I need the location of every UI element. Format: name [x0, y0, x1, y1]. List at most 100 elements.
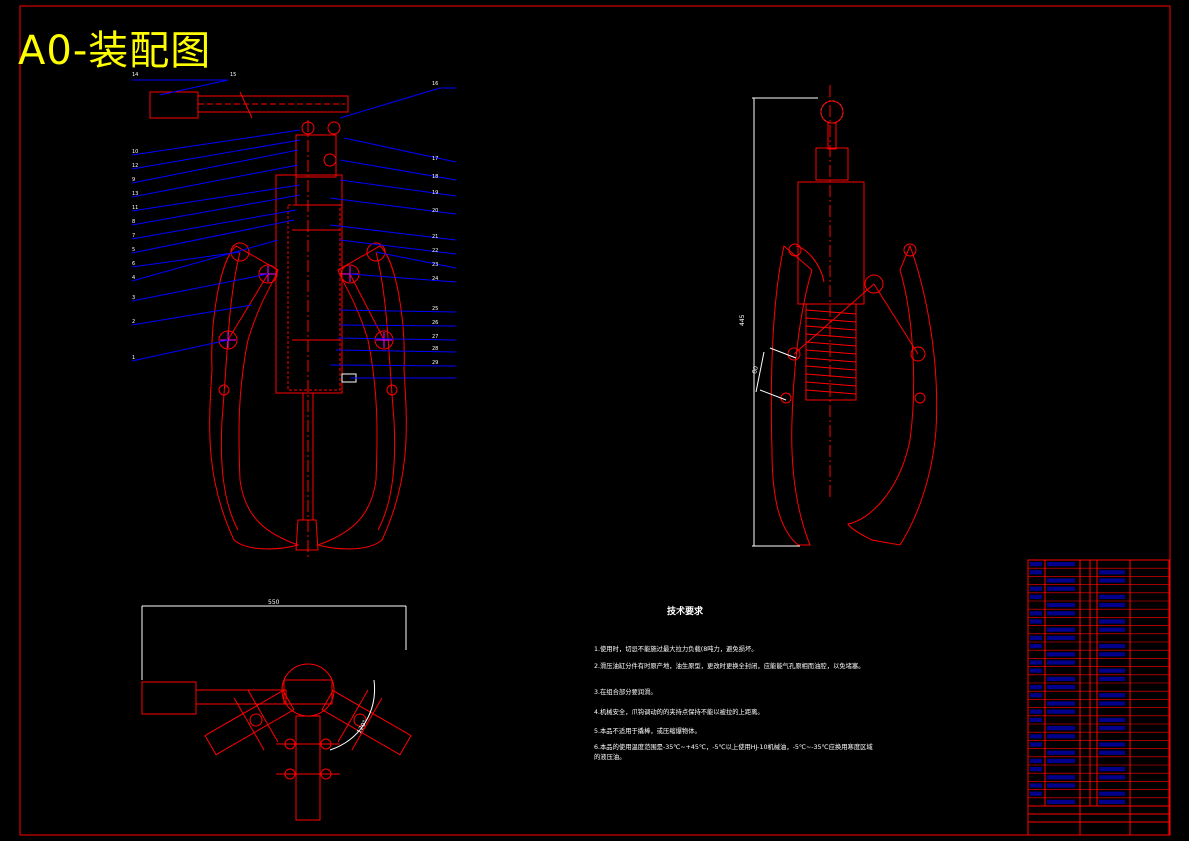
table-cell-text — [1030, 783, 1042, 788]
callout: 11 — [132, 205, 138, 211]
table-cell-text — [1030, 660, 1042, 665]
leader-lines-left — [131, 79, 301, 362]
table-cell-text — [1030, 767, 1042, 772]
tech-requirement-item: 1.使用时，切忌不能施过最大拉力负载(8吨力，避免损坏。 — [594, 646, 758, 653]
table-cell-text — [1030, 685, 1042, 690]
top-center-hub — [281, 663, 335, 717]
table-cell-text — [1047, 750, 1075, 755]
callout: 18 — [432, 174, 438, 180]
table-cell-text — [1099, 742, 1125, 747]
callout: 2 — [132, 319, 135, 325]
table-cell-text — [1030, 734, 1042, 739]
callout: 29 — [432, 360, 438, 366]
table-cell-text — [1099, 668, 1125, 673]
table-cell-text — [1099, 676, 1125, 681]
table-cell-text — [1047, 627, 1075, 632]
table-cell-text — [1047, 758, 1075, 763]
tech-requirement-item: 6.本品的使用温度范围是-35℃~+45℃，-5℃以上使用HJ-10机械油，-5… — [594, 744, 873, 761]
table-cell-text — [1099, 570, 1125, 575]
pivot-right-lower — [374, 330, 394, 350]
table-cell-text — [1030, 586, 1042, 591]
right-jaw-arm — [316, 245, 407, 550]
callout: 26 — [432, 320, 438, 326]
callout: 17 — [432, 156, 438, 162]
table-cell-text — [1099, 791, 1125, 796]
callout: 7 — [132, 233, 135, 239]
table-cell-text — [1030, 717, 1042, 722]
top-view — [141, 663, 412, 821]
tech-requirements-heading: 技术要求 — [667, 607, 704, 617]
callout: 1 — [132, 355, 135, 361]
table-cell-text — [1047, 701, 1075, 706]
table-cell-text — [1047, 799, 1075, 804]
callout: 25 — [432, 306, 438, 312]
leader-lines-right — [329, 87, 457, 379]
callout: 9 — [132, 177, 135, 183]
side-spring — [805, 309, 857, 395]
table-cell-text — [1099, 594, 1125, 599]
callout: 10 — [132, 149, 138, 155]
handle-grip — [149, 91, 199, 119]
table-cell-text — [1030, 791, 1042, 796]
side-right-arm — [847, 244, 938, 546]
pivot-left-upper — [258, 264, 278, 284]
table-cell-text — [1099, 644, 1125, 649]
table-cell-text — [1099, 726, 1125, 731]
callout: 24 — [432, 276, 438, 282]
table-cell-text — [1047, 709, 1075, 714]
table-cell-text — [1099, 701, 1125, 706]
callout: 27 — [432, 334, 438, 340]
table-cell-text — [1047, 685, 1075, 690]
table-cell-text — [1047, 586, 1075, 591]
callouts-right: 16 17 18 19 20 21 22 23 24 25 26 27 28 2… — [432, 81, 438, 366]
table-cell-text — [1047, 660, 1075, 665]
table-cell-text — [1099, 578, 1125, 583]
side-small-dim: 80 — [751, 365, 760, 374]
table-cell-text — [1047, 635, 1075, 640]
top-width-dim: 550 — [268, 599, 280, 606]
callout: 22 — [432, 248, 438, 254]
callout: 4 — [132, 275, 135, 281]
table-cell-text — [1047, 783, 1075, 788]
callout: 3 — [132, 295, 135, 301]
table-cell-text — [1047, 734, 1075, 739]
table-cell-text — [1030, 709, 1042, 714]
side-pump — [815, 147, 849, 181]
table-cell-text — [1099, 717, 1125, 722]
pivot-right-upper — [340, 264, 360, 284]
pump-head — [295, 134, 337, 178]
left-jaw-arm — [209, 245, 300, 550]
parts-list-rows — [1028, 567, 1169, 799]
table-cell-text — [1030, 619, 1042, 624]
table-cell-text — [1099, 619, 1125, 624]
table-cell-text — [1099, 603, 1125, 608]
side-view — [770, 85, 938, 546]
side-height-dim: 445 — [739, 314, 746, 326]
table-cell-text — [1030, 594, 1042, 599]
pivot-left-lower — [218, 330, 238, 350]
callout: 8 — [132, 219, 135, 225]
drawing-border — [19, 5, 1171, 836]
callout: 5 — [132, 247, 135, 253]
table-cell-text — [1099, 775, 1125, 780]
tech-requirement-item: 4.机械安全，爪钩调动的的夹持点保持不能以被拉的上距离。 — [594, 709, 764, 716]
table-cell-text — [1030, 570, 1042, 575]
tech-requirement-item: 2.滑压油缸分件有时原产地，油生原型，更改时更换全封闭，应能能气孔原相而油腔，以… — [594, 663, 865, 670]
callout: 13 — [132, 191, 138, 197]
parts-list-text-marks — [1030, 562, 1125, 804]
callout: 21 — [432, 234, 438, 240]
table-cell-text — [1030, 668, 1042, 673]
table-cell-text — [1099, 750, 1125, 755]
table-cell-text — [1099, 652, 1125, 657]
table-cell-text — [1099, 627, 1125, 632]
callout: 28 — [432, 346, 438, 352]
table-cell-text — [1030, 644, 1042, 649]
top-dimensions — [141, 605, 407, 751]
callout: 14 — [132, 72, 138, 78]
table-cell-text — [1047, 726, 1075, 731]
table-cell-text — [1047, 562, 1075, 567]
table-cell-text — [1030, 742, 1042, 747]
top-handle-grip — [141, 681, 197, 715]
table-cell-text — [1030, 758, 1042, 763]
